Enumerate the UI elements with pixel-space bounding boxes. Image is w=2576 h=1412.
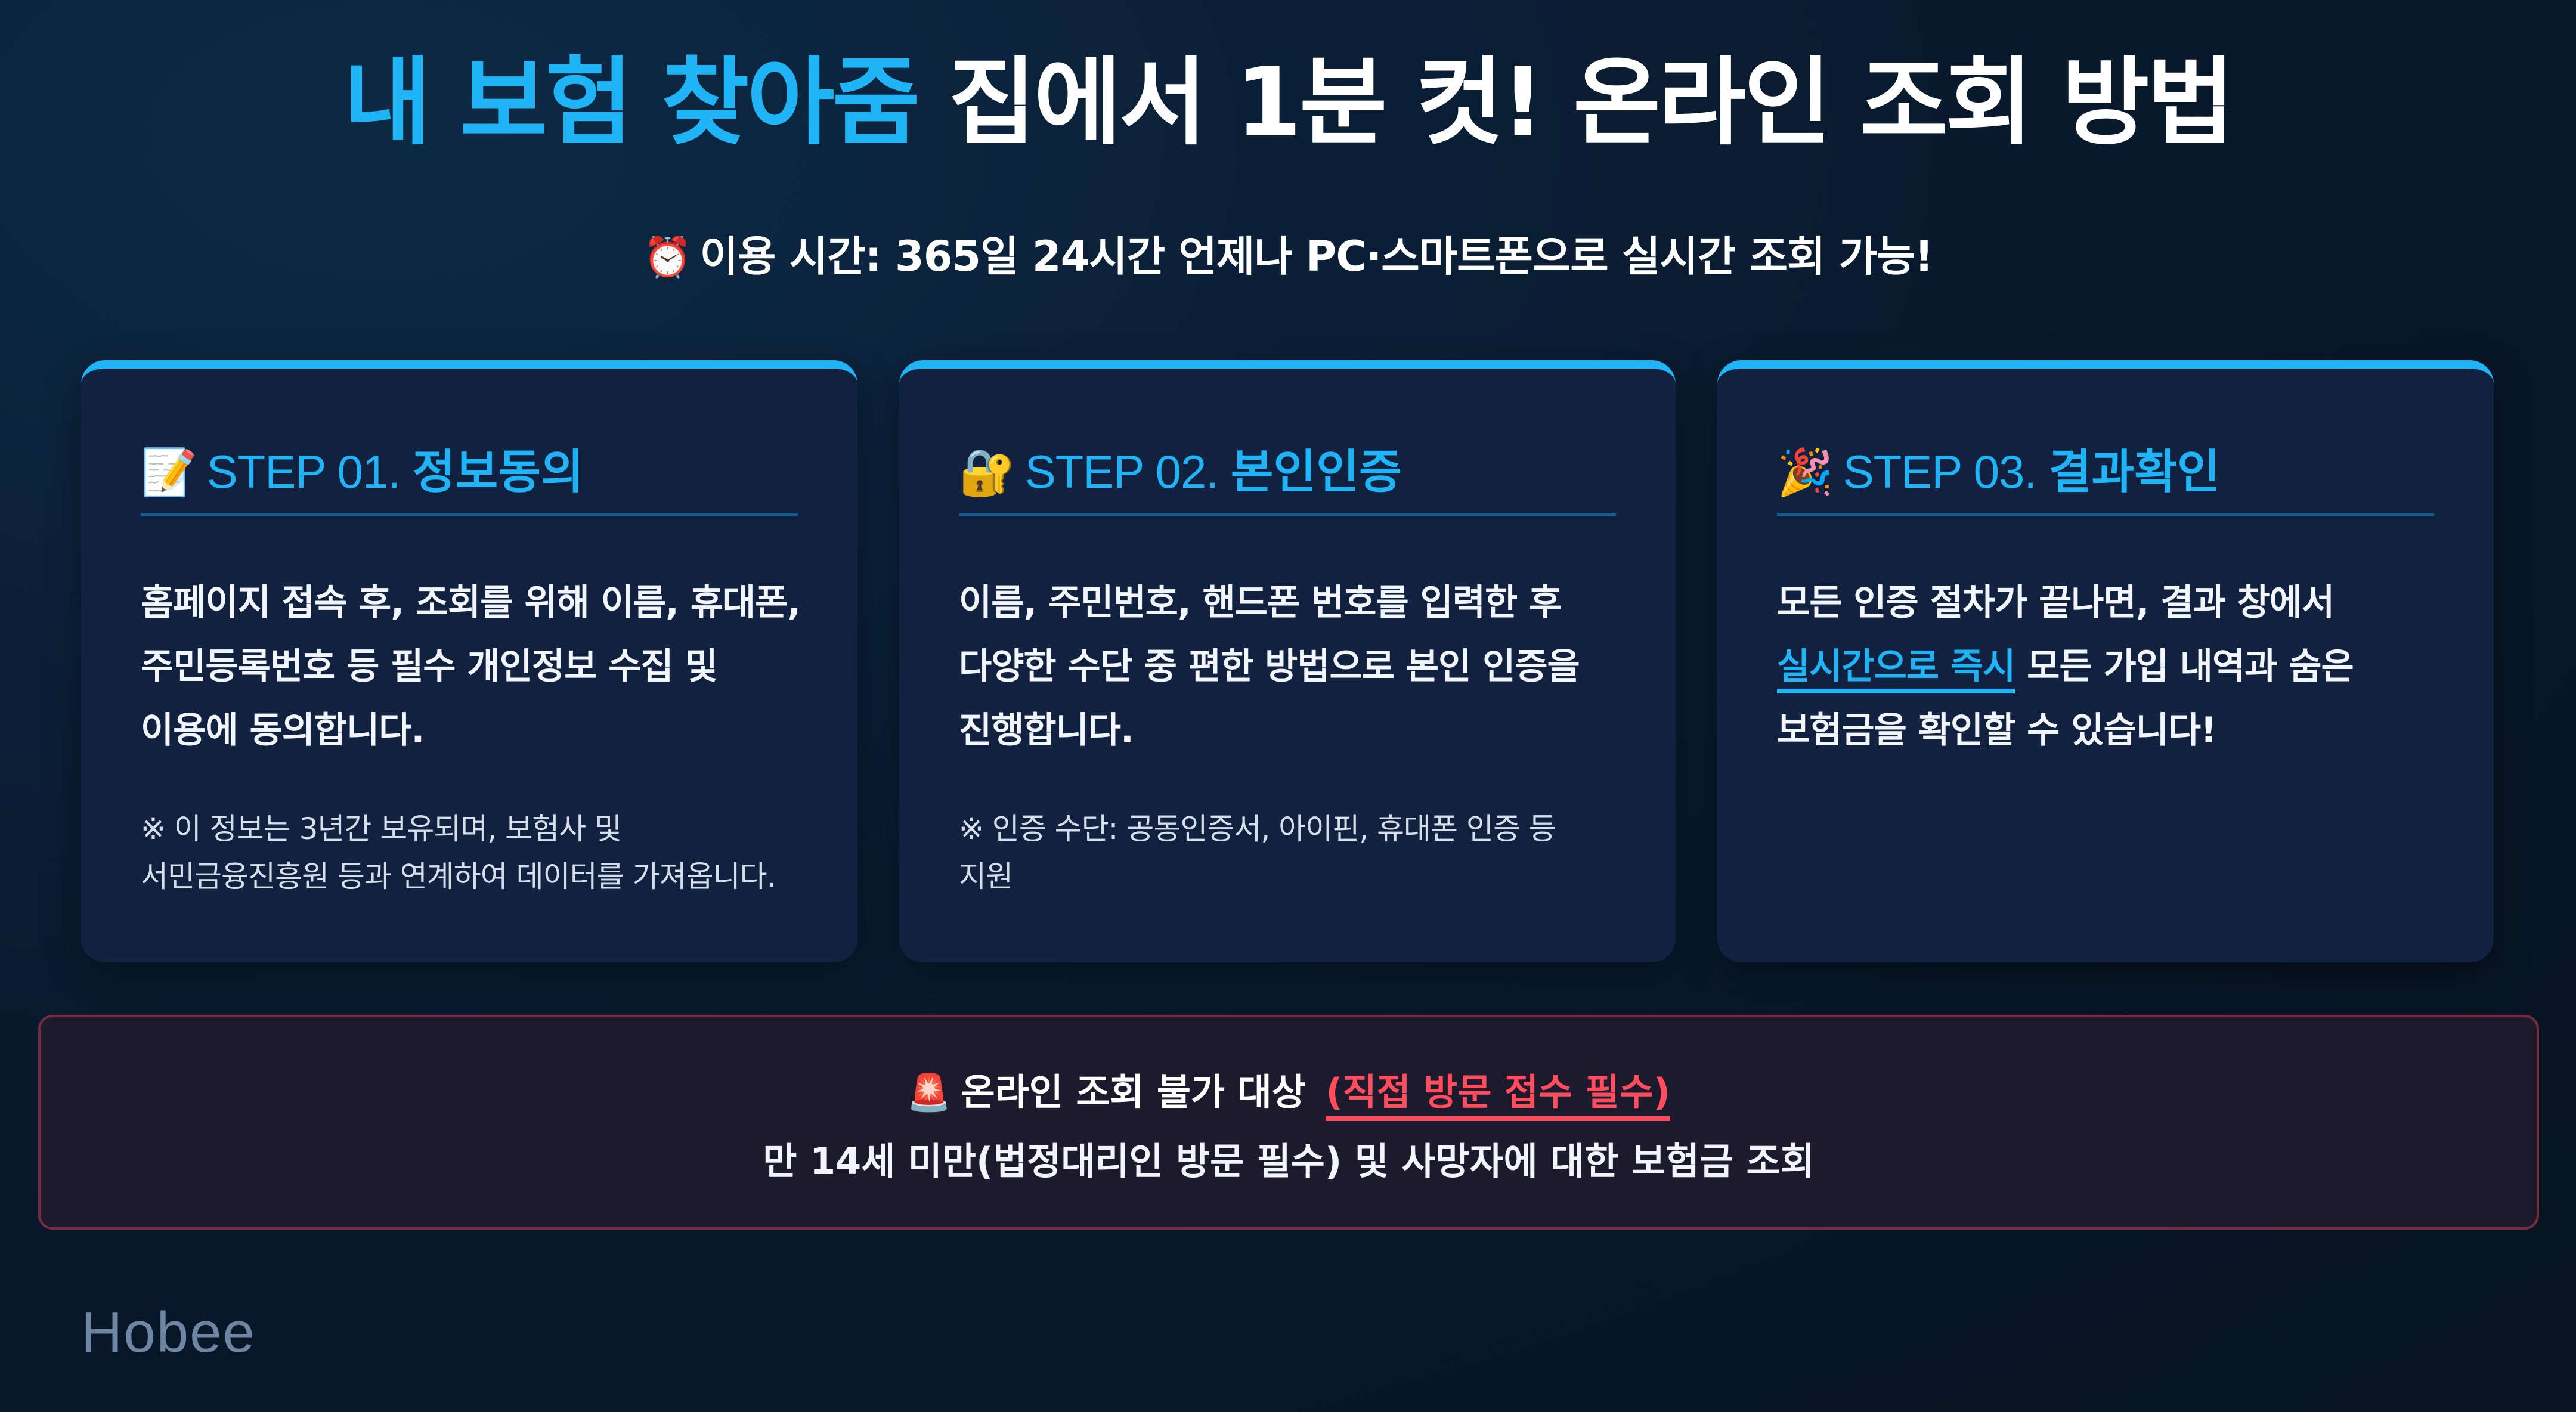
body-line: 보험금을 확인할 수 있습니다! — [1777, 710, 2216, 751]
warning-label: 온라인 조회 불가 대상 — [961, 1070, 1319, 1114]
step-card-1: 📝STEP 01. 정보동의 홈페이지 접속 후, 조회를 위해 이름, 휴대폰… — [81, 360, 857, 962]
alarm-clock-icon: ⏰ — [643, 234, 692, 280]
page-title: 내 보험 찾아줌 집에서 1분 컷! 온라인 조회 방법 — [0, 43, 2576, 162]
step-name: 정보동의 — [412, 445, 584, 499]
body-line: 이용에 동의합니다. — [141, 710, 425, 751]
step-number: STEP 02. — [1024, 445, 1231, 498]
step-card-1-header: 📝STEP 01. 정보동의 — [141, 439, 798, 516]
body-line: 실시간으로 즉시 모든 가입 내역과 숨은 — [1777, 635, 2440, 699]
note-line: 지원 — [959, 859, 1013, 894]
warning-box: 🚨온라인 조회 불가 대상 (직접 방문 접수 필수) 만 14세 미만(법정대… — [38, 1015, 2539, 1230]
step-number: STEP 01. — [206, 445, 413, 498]
step-number: STEP 03. — [1843, 445, 2049, 498]
body-line: 홈페이지 접속 후, 조회를 위해 이름, 휴대폰, — [141, 582, 801, 624]
service-hours: ⏰이용 시간: 365일 24시간 언제나 PC·스마트폰으로 실시간 조회 가… — [0, 227, 2576, 287]
step-card-2-header: 🔐STEP 02. 본인인증 — [959, 439, 1616, 516]
note-line: ※ 인증 수단: 공동인증서, 아이핀, 휴대폰 인증 등 — [959, 812, 1556, 846]
body-line: 주민등록번호 등 필수 개인정보 수집 및 — [141, 646, 718, 688]
step-card-2-body: 이름, 주민번호, 핸드폰 번호를 입력한 후 다양한 수단 중 편한 방법으로… — [959, 571, 1622, 763]
service-hours-text: 이용 시간: 365일 24시간 언제나 PC·스마트폰으로 실시간 조회 가능… — [699, 232, 1934, 281]
step-name: 본인인증 — [1230, 445, 1402, 499]
step-name: 결과확인 — [2048, 445, 2220, 499]
page-title-rest: 집에서 1분 컷! 온라인 조회 방법 — [917, 47, 2235, 158]
note-line: 서민금융진흥원 등과 연계하여 데이터를 가져옵니다. — [141, 859, 776, 894]
page-title-accent: 내 보험 찾아줌 — [343, 47, 920, 158]
highlight-realtime: 실시간으로 즉시 — [1777, 646, 2015, 693]
step-card-1-body: 홈페이지 접속 후, 조회를 위해 이름, 휴대폰, 주민등록번호 등 필수 개… — [141, 571, 804, 763]
memo-icon: 📝 — [141, 445, 197, 498]
brand-logo: Hobee — [81, 1300, 256, 1364]
step-card-3-body: 모든 인증 절차가 끝나면, 결과 창에서 실시간으로 즉시 모든 가입 내역과… — [1777, 571, 2440, 763]
body-line: 다양한 수단 중 편한 방법으로 본인 인증을 — [959, 646, 1580, 688]
lock-key-icon: 🔐 — [959, 445, 1015, 498]
step-card-3: 🎉STEP 03. 결과확인 모든 인증 절차가 끝나면, 결과 창에서 실시간… — [1717, 360, 2494, 962]
body-line: 이름, 주민번호, 핸드폰 번호를 입력한 후 — [959, 582, 1562, 624]
step-card-3-header: 🎉STEP 03. 결과확인 — [1777, 439, 2434, 516]
body-line: 진행합니다. — [959, 710, 1134, 751]
warning-emphasis: (직접 방문 접수 필수) — [1326, 1070, 1671, 1121]
step-card-2: 🔐STEP 02. 본인인증 이름, 주민번호, 핸드폰 번호를 입력한 후 다… — [899, 360, 1676, 962]
body-line-rest: 모든 가입 내역과 숨은 — [2015, 646, 2354, 688]
step-card-2-note: ※ 인증 수단: 공동인증서, 아이핀, 휴대폰 인증 등 지원 — [959, 805, 1622, 900]
warning-title: 🚨온라인 조회 불가 대상 (직접 방문 접수 필수) — [41, 1063, 2537, 1123]
note-line: ※ 이 정보는 3년간 보유되며, 보험사 및 — [141, 812, 622, 846]
warning-description: 만 14세 미만(법정대리인 방문 필수) 및 사망자에 대한 보험금 조회 — [763, 1139, 1815, 1183]
step-card-1-note: ※ 이 정보는 3년간 보유되며, 보험사 및 서민금융진흥원 등과 연계하여 … — [141, 805, 804, 900]
body-line: 모든 인증 절차가 끝나면, 결과 창에서 — [1777, 582, 2334, 624]
party-popper-icon: 🎉 — [1777, 445, 1834, 498]
siren-icon: 🚨 — [906, 1072, 952, 1114]
